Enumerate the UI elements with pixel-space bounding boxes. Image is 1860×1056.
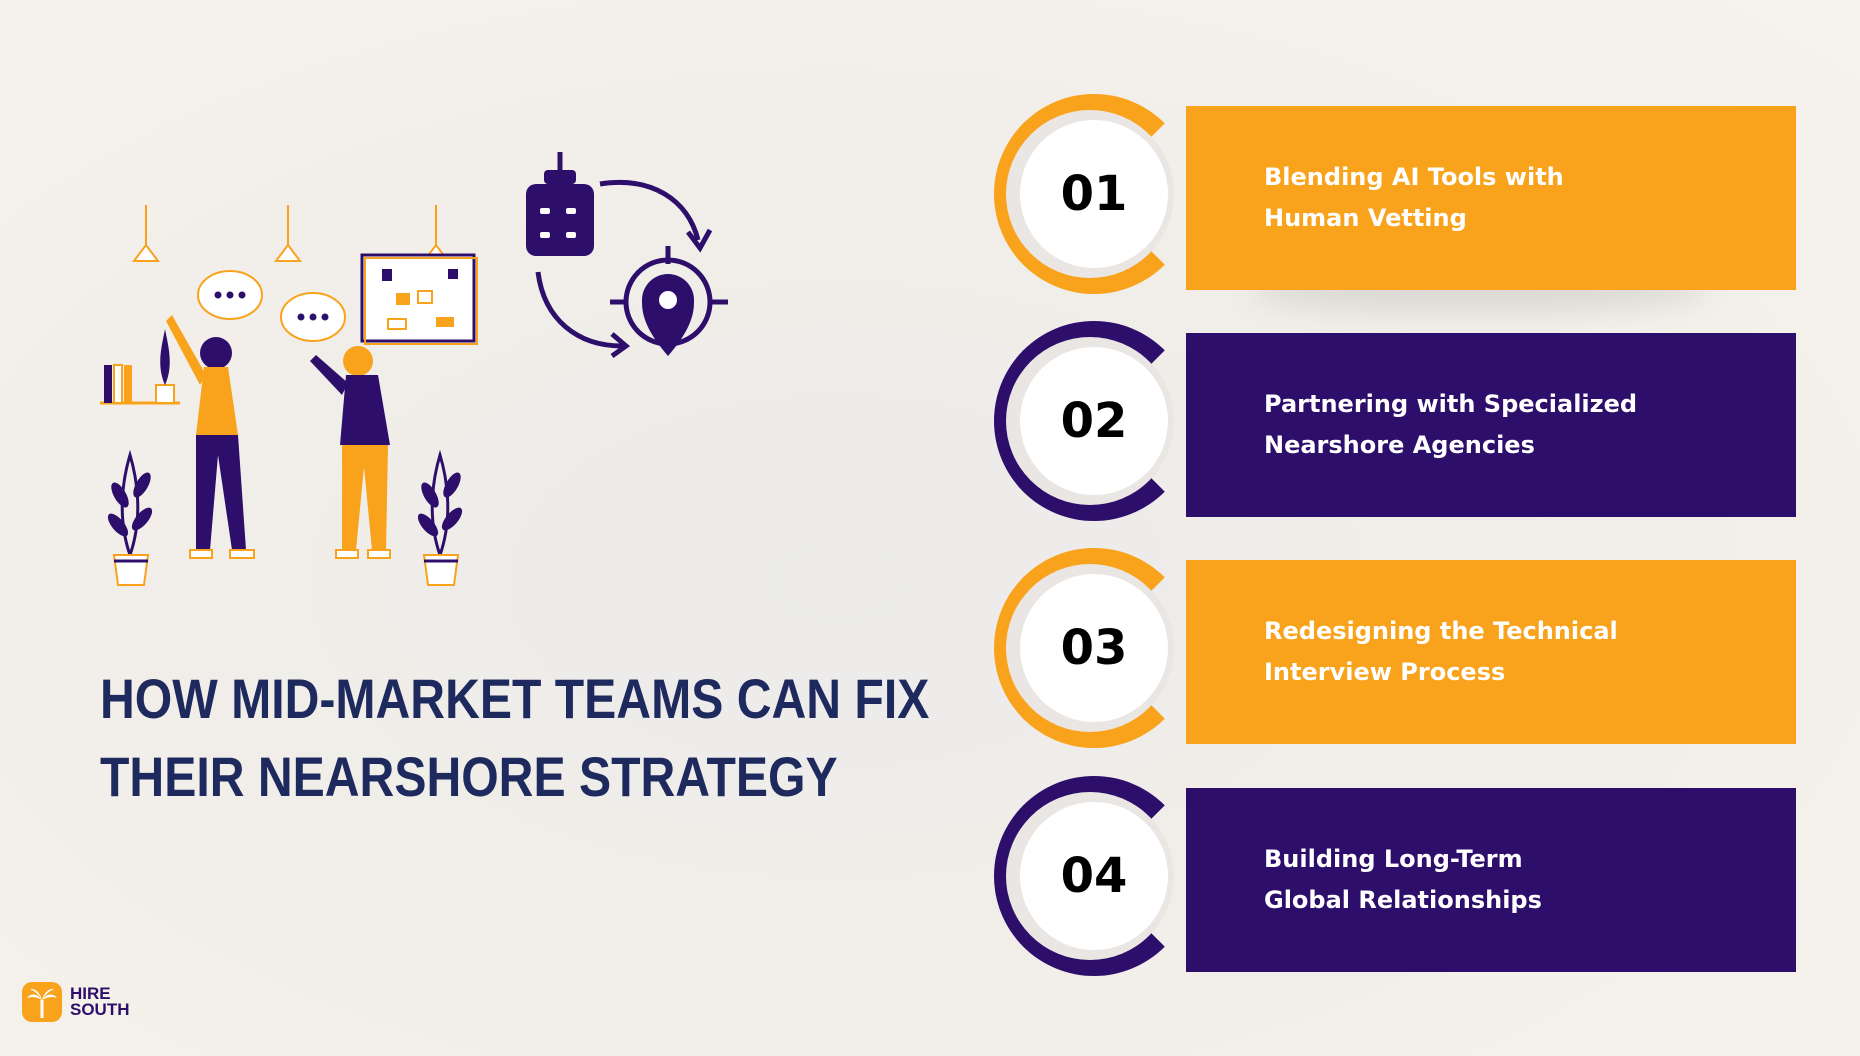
step-label-line-1: Partnering with Specialized [1264,390,1638,418]
step-number: 01 [1060,166,1128,222]
step-label-line-1: Building Long-Term [1264,845,1523,873]
step-2: 02 Partnering with Specialized Nearshore… [994,321,1804,531]
palm-tree-icon [22,982,62,1022]
step-circle [1020,347,1168,495]
step-circle [1020,802,1168,950]
step-bar: Partnering with Specialized Nearshore Ag… [1186,333,1796,517]
title-line-1: HOW MID-MARKET TEAMS CAN FIX [100,667,930,730]
step-label-line-2: Nearshore Agencies [1264,431,1535,459]
logo-line-2: SOUTH [70,1000,130,1019]
strategy-target-location-icon [526,152,728,359]
hire-south-logo: HIRE SOUTH [22,982,130,1022]
step-number: 03 [1060,620,1128,676]
step-circle [1020,120,1168,268]
step-label-line-2: Interview Process [1264,658,1506,686]
step-label-line-2: Global Relationships [1264,886,1542,914]
step-3: 03 Redesigning the Technical Interview P… [994,548,1804,758]
page-title: HOW MID-MARKET TEAMS CAN FIX THEIR NEARS… [100,660,930,816]
logo-text: HIRE SOUTH [70,984,130,1019]
step-label-line-2: Human Vetting [1264,204,1467,232]
logo-line-1: HIRE [70,984,111,1003]
step-bar: Building Long-Term Global Relationships [1186,788,1796,972]
step-bar: Redesigning the Technical Interview Proc… [1186,560,1796,744]
step-label-line-1: Redesigning the Technical [1264,617,1618,645]
step-bar: Blending AI Tools with Human Vetting [1186,106,1796,290]
step-circle [1020,574,1168,722]
step-1: 01 Blending AI Tools with Human Vetting [994,94,1804,304]
step-number: 04 [1060,848,1128,904]
step-label-line-1: Blending AI Tools with [1264,163,1564,191]
title-line-2: THEIR NEARSHORE STRATEGY [100,745,838,808]
two-women-discussing-illustration [100,205,478,586]
step-4: 04 Building Long-Term Global Relationshi… [994,776,1804,986]
step-number: 02 [1060,393,1128,449]
